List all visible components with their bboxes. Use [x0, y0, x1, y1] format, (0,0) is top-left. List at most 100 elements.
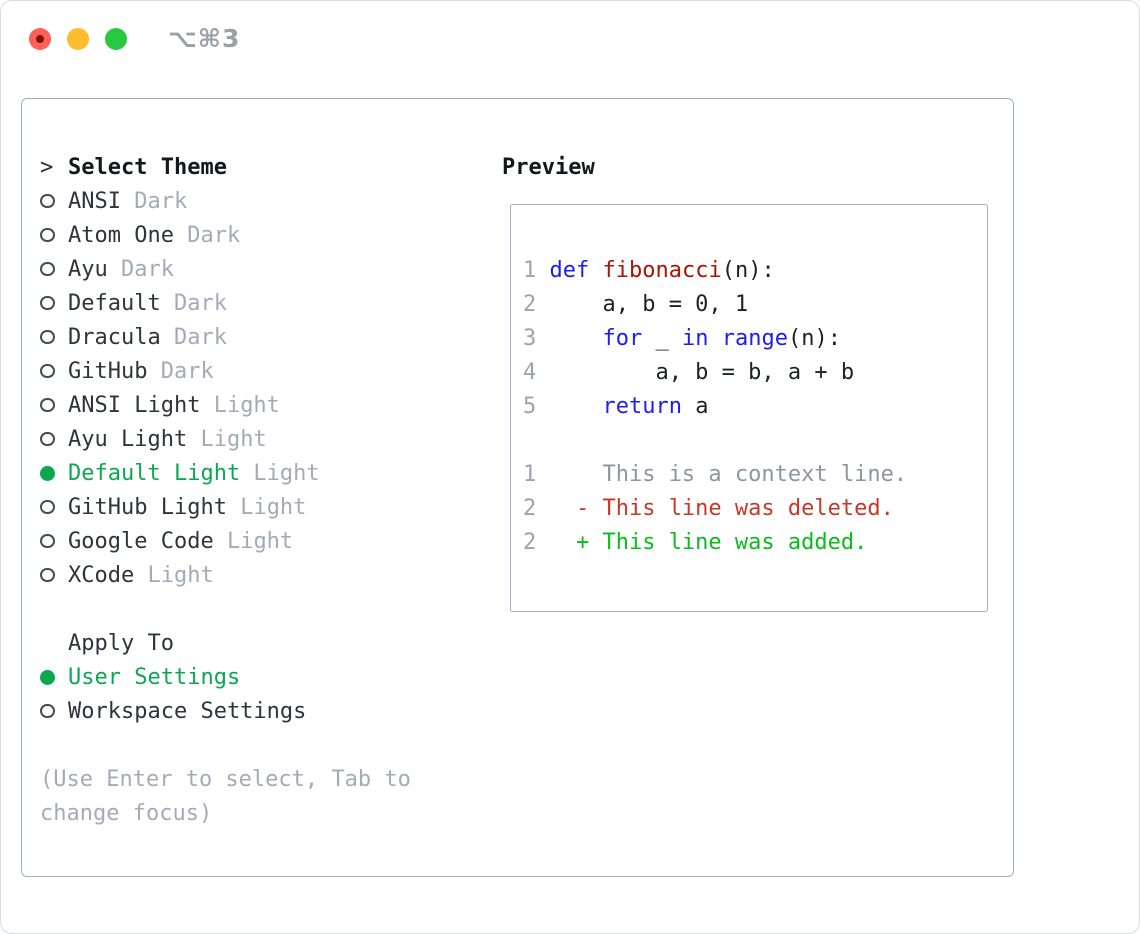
option-label: GitHub Light [68, 494, 227, 520]
radio-icon [40, 533, 68, 549]
radio-icon [40, 193, 68, 209]
radio-icon [40, 363, 68, 379]
line-number: 1 [523, 462, 537, 487]
preview-line: 4 a, b = b, a + b [523, 356, 987, 390]
theme-option[interactable]: GitHub Dark [40, 354, 411, 388]
theme-option[interactable]: XCode Light [40, 558, 411, 592]
gap [40, 728, 411, 762]
code-token: in [681, 326, 709, 351]
code-token: + This line was added. [549, 530, 868, 555]
radio-icon [40, 295, 68, 311]
code-token: a, b = 0, 1 [549, 292, 749, 317]
radio-icon [40, 227, 68, 243]
option-variant-label: Light [213, 528, 294, 554]
code-token: - This line was deleted. [549, 496, 894, 521]
keyboard-hint-line-2: change focus) [40, 800, 213, 826]
close-button[interactable] [29, 28, 51, 50]
code-token [589, 258, 602, 283]
theme-option[interactable]: GitHub Light Light [40, 490, 411, 524]
close-button-dot [36, 35, 44, 43]
code-token: This is a context line. [549, 462, 908, 487]
option-variant-label: Light [226, 494, 307, 520]
apply-to-header: Apply To [40, 626, 411, 660]
option-label: Atom One [68, 222, 174, 248]
option-variant-label: Dark [173, 222, 241, 248]
preview-line: 3 for _ in range(n): [523, 322, 987, 356]
option-label: Default Light [68, 460, 241, 486]
radio-icon [40, 261, 68, 277]
preview-line: 2 a, b = 0, 1 [523, 288, 987, 322]
option-label: Dracula [68, 324, 161, 350]
window-title: ⌥⌘3 [168, 24, 241, 53]
line-number: 3 [523, 326, 537, 351]
code-token: (n): [721, 258, 775, 283]
theme-option[interactable]: Ayu Light Light [40, 422, 411, 456]
line-number: 2 [523, 292, 537, 317]
line-number: 2 [523, 496, 537, 521]
gap [40, 592, 411, 626]
code-token: a [681, 394, 709, 419]
code-token: range [721, 326, 788, 351]
code-token [549, 326, 602, 351]
theme-option[interactable]: Default Light Light [40, 456, 411, 490]
option-label: Default [68, 290, 161, 316]
theme-option[interactable]: Dracula Dark [40, 320, 411, 354]
preview-line [523, 424, 987, 458]
line-number: 2 [523, 530, 537, 555]
code-token: def [549, 258, 590, 283]
code-token: (n): [787, 326, 841, 351]
code-token [549, 394, 602, 419]
line-number: 4 [523, 360, 537, 385]
preview-line: 2 + This line was added. [523, 526, 987, 560]
theme-option[interactable]: ANSI Dark [40, 184, 411, 218]
option-variant-label: Dark [107, 256, 174, 282]
theme-option[interactable]: Google Code Light [40, 524, 411, 558]
theme-option[interactable]: Atom One Dark [40, 218, 411, 252]
preview-title: Preview [502, 154, 595, 180]
radio-selected-icon [40, 465, 68, 481]
option-variant-label: Light [240, 460, 320, 486]
option-label: XCode [68, 562, 135, 588]
preview-line: 1 This is a context line. [523, 458, 987, 492]
theme-option[interactable]: Default Dark [40, 286, 411, 320]
radio-icon [40, 431, 68, 447]
option-variant-label: Dark [147, 358, 214, 384]
radio-selected-icon [40, 669, 68, 685]
option-label: ANSI [68, 188, 121, 214]
radio-icon [40, 397, 68, 413]
preview-line: 5 return a [523, 390, 987, 424]
apply-to-option[interactable]: Workspace Settings [40, 694, 411, 728]
radio-icon [40, 703, 68, 719]
keyboard-hint-line-1: (Use Enter to select, Tab to [40, 766, 411, 792]
option-variant-label: Light [134, 562, 214, 588]
code-token: return [602, 394, 682, 419]
radio-icon [40, 567, 68, 583]
option-label: User Settings [68, 664, 241, 690]
option-label: Ayu [68, 256, 108, 282]
line-number: 1 [523, 258, 537, 283]
titlebar: ⌥⌘3 [1, 1, 1139, 77]
select-theme-title: Select Theme [68, 154, 227, 180]
select-theme-header: > Select Theme [40, 150, 411, 184]
option-variant-label: Dark [160, 324, 227, 350]
preview-line: 2 - This line was deleted. [523, 492, 987, 526]
option-variant-label: Dark [120, 188, 188, 214]
theme-option[interactable]: ANSI Light Light [40, 388, 411, 422]
apply-to-title: Apply To [68, 630, 174, 656]
preview-line [523, 220, 987, 254]
focus-caret-icon: > [40, 154, 54, 180]
minimize-button[interactable] [67, 28, 89, 50]
apply-to-option[interactable]: User Settings [40, 660, 411, 694]
code-token: a, b = b, a + b [549, 360, 855, 385]
option-label: GitHub [68, 358, 148, 384]
code-token: for [602, 326, 643, 351]
zoom-button[interactable] [105, 28, 127, 50]
option-variant-label: Light [187, 426, 267, 452]
theme-option[interactable]: Ayu Dark [40, 252, 411, 286]
